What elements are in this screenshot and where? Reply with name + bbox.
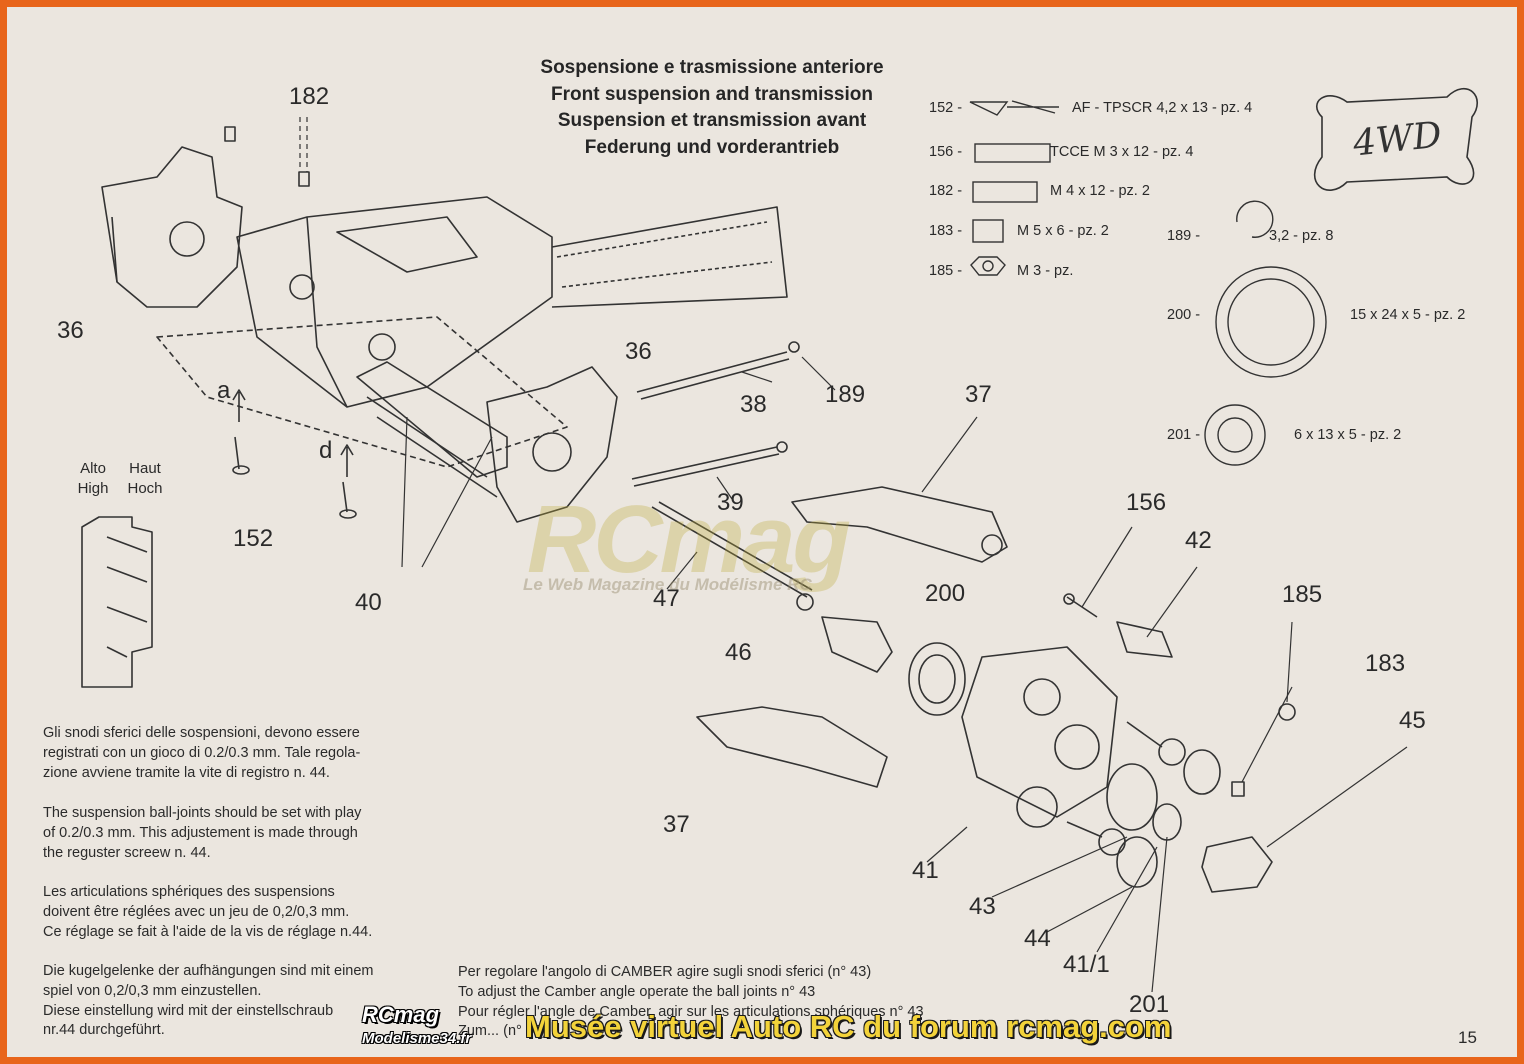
camber-line-2: To adjust the Camber angle operate the b… [458,983,816,1000]
callout-40: 40 [355,589,382,616]
callout-45: 45 [1399,707,1426,734]
label-high: High [77,480,109,497]
de-line-3: Diese einstellung wird mit der einstells… [43,1002,334,1019]
part-201-num: 201 - [1167,427,1201,443]
callout-37-lower: 37 [663,811,690,838]
watermark-brand: RCmag [527,486,851,593]
camber-line-1: Per regolare l'angolo di CAMBER agire su… [458,964,872,980]
watermark-tagline: Le Web Magazine du Modélisme RC [523,575,812,594]
footer-logo: RCmag Modelisme34.fr [362,1002,522,1047]
title-en: Front suspension and transmission [551,83,873,105]
callout-152: 152 [233,525,274,552]
callout-39: 39 [717,489,744,516]
callout-44: 44 [1024,925,1051,952]
part-182-desc: M 4 x 12 - pz. 2 [1050,183,1150,199]
part-42 [1116,621,1173,658]
fr-line-3: Ce réglage se fait à l'aide de la vis de… [43,923,373,940]
callout-189: 189 [825,381,866,408]
callout-41-1: 41/1 [1063,951,1110,978]
part-189-desc: 3,2 - pz. 8 [1269,228,1334,244]
paragraph-german: Die kugelgelenke der aufhängungen sind m… [43,962,453,1041]
part-183-num: 183 - [929,223,963,239]
part-156-num: 156 - [929,144,963,160]
exploded-diagram [81,87,1478,993]
title-de: Federung und vorderantrieb [584,136,840,158]
callout-201: 201 [1129,991,1170,1018]
part-200-desc: 15 x 24 x 5 - pz. 2 [1350,307,1466,323]
callout-200: 200 [925,580,966,607]
en-line-2: of 0.2/0.3 mm. This adjustement is made … [43,824,358,841]
shaft-39 [631,446,780,487]
fr-line-1: Les articulations sphériques des suspens… [43,884,335,900]
manual-page: 4WD RCmag Le Web Magazine du Modélisme R… [7,7,1517,1057]
arrow-label-a: a [217,377,231,404]
part-183-desc: M 5 x 6 - pz. 2 [1017,223,1109,239]
hub-carrier [961,646,1118,818]
part-200-num: 200 - [1167,307,1201,323]
it-line-1: Gli snodi sferici delle sospensioni, dev… [43,725,360,741]
it-line-3: zione avviene tramite la vite di registr… [43,764,330,781]
logo-bone [1314,87,1478,191]
callout-38: 38 [740,391,767,418]
title-fr: Suspension et transmission avant [557,110,867,131]
part-156-desc: TCCE M 3 x 12 - pz. 4 [1050,144,1194,160]
drive-shaft [651,501,813,598]
callout-43: 43 [969,893,996,920]
callout-36-left: 36 [57,317,84,344]
en-line-3: the reguster screew n. 44. [43,844,211,861]
upright-right [486,366,618,523]
part-152-desc: AF - TPSCR 4,2 x 13 - pz. 4 [1072,100,1253,116]
callout-183: 183 [1365,650,1406,677]
drive-cup [821,616,893,673]
part-152-num: 152 - [929,100,963,116]
de-line-2: spiel von 0,2/0,3 mm einzustellen. [43,982,262,999]
callout-37-upper: 37 [965,381,992,408]
callout-47: 47 [653,585,680,612]
en-line-1: The suspension ball-joints should be set… [43,805,362,821]
paragraph-italian: Gli snodi sferici delle sospensioni, dev… [43,724,453,783]
lower-plate [356,361,508,478]
part-185-num: 185 - [929,263,963,279]
upright-left [101,146,243,308]
shaft-38 [636,351,790,400]
paragraph-english: The suspension ball-joints should be set… [43,804,453,863]
page-title: Sospensione e trasmissione anteriore Fro… [477,55,947,161]
de-line-1: Die kugelgelenke der aufhängungen sind m… [43,963,374,979]
height-labels: Alto Haut High Hoch [67,459,171,499]
profile-sketch [81,516,153,688]
page-number: 15 [1458,1028,1477,1047]
callout-42: 42 [1185,527,1212,554]
arrow-label-d: d [319,437,333,464]
callout-36-right: 36 [625,338,652,365]
part-185-desc: M 3 - pz. [1017,263,1074,279]
it-line-2: registrati con un gioco di 0.2/0.3 mm. T… [43,744,361,761]
label-alto: Alto [80,460,106,477]
paragraph-french: Les articulations sphériques des suspens… [43,883,453,942]
fr-line-2: doivent être réglées avec un jeu de 0,2/… [43,903,350,920]
callout-41: 41 [912,857,939,884]
callout-46: 46 [725,639,752,666]
footer-banner: Musée virtuel Auto RC du forum rcmag.com [525,1009,1172,1044]
callout-182: 182 [289,83,330,110]
camber-note: Per regolare l'angolo di CAMBER agire su… [458,963,924,1042]
label-haut: Haut [129,460,161,477]
rack [551,206,788,308]
gearbox-housing [236,196,553,408]
camber-line-4: Zum... (n° 43) [458,1023,547,1040]
part-189-num: 189 - [1167,228,1201,244]
label-hoch: Hoch [127,480,163,497]
callout-156: 156 [1126,489,1167,516]
camber-line-3: Pour régler l'angle de Camber, agir sur … [458,1003,924,1020]
nut-45 [1201,836,1273,893]
lower-arm [696,706,888,788]
upper-arm [791,486,1008,563]
footer-logo-top: RCmag [362,1002,440,1027]
part-201-desc: 6 x 13 x 5 - pz. 2 [1294,427,1402,443]
callout-185: 185 [1282,581,1323,608]
part-182-num: 182 - [929,183,963,199]
title-it: Sospensione e trasmissione anteriore [540,57,884,78]
de-line-4: nr.44 durchgeführt. [43,1022,165,1039]
footer-logo-bottom: Modelisme34.fr [362,1030,472,1047]
